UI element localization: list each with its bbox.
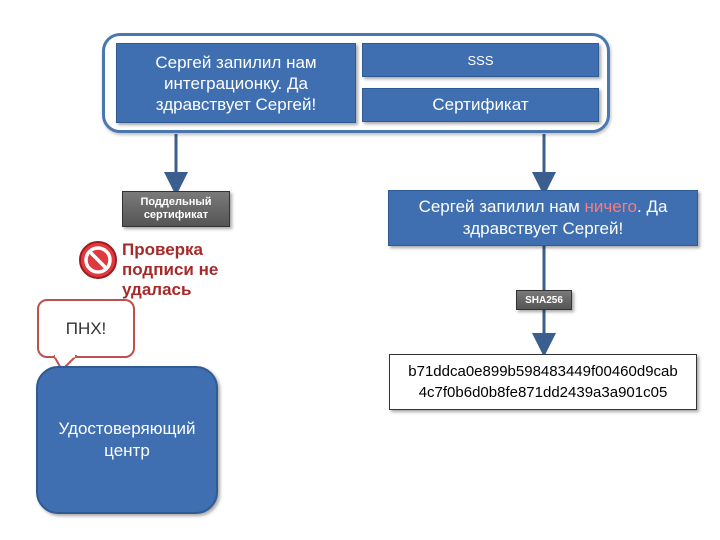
message-part-1: Сергей запилил нам — [418, 197, 585, 216]
speech-bubble: ПНХ! — [37, 299, 135, 358]
message-line-2: здравствует Сергей! — [462, 219, 624, 238]
fake-cert-line-1: Поддельный — [140, 196, 212, 208]
message-accent-word: ничего — [584, 197, 637, 216]
warning-line-2: подписи не — [122, 260, 219, 279]
integration-line-1: Сергей запилил нам — [155, 52, 317, 72]
ca-line-1: Удостоверяющий — [58, 419, 196, 438]
fake-certificate-tag: Поддельный сертификат — [122, 191, 230, 227]
sha256-tag: SHA256 — [516, 290, 572, 310]
certification-authority-box: Удостоверяющий центр — [36, 366, 218, 514]
prohibited-icon — [79, 241, 117, 279]
speech-bubble-text: ПНХ! — [65, 318, 107, 338]
hash-line-1: b71ddca0e899b598483449f00460d9cab — [408, 363, 678, 380]
integration-line-3: здравствует Сергей! — [155, 94, 317, 114]
speech-bubble-tail — [54, 355, 77, 371]
message-line-1: Сергей запилил нам ничего. Да — [419, 196, 668, 218]
hash-box: b71ddca0e899b598483449f00460d9cab 4c7f0b… — [389, 354, 697, 410]
certificate-label: Сертификат — [432, 95, 529, 114]
warning-line-3: удалась — [122, 280, 192, 299]
message-box: Сергей запилил нам ничего. Да здравствуе… — [388, 190, 698, 246]
warning-line-1: Проверка — [122, 240, 204, 259]
hash-line-2: 4c7f0b6d0b8fe871dd2439a3a901c05 — [418, 384, 668, 401]
integration-box: Сергей запилил нам интеграционку. Да здр… — [116, 43, 356, 123]
ca-line-2: центр — [104, 441, 150, 460]
sss-box: SSS — [362, 43, 599, 77]
sha256-label: SHA256 — [525, 294, 563, 306]
message-part-2: . Да — [637, 197, 668, 216]
sss-label: SSS — [467, 52, 494, 68]
signature-check-failed-text: Проверка подписи не удалась — [122, 240, 242, 300]
integration-line-2: интеграционку. Да — [164, 73, 308, 93]
fake-cert-line-2: сертификат — [143, 209, 209, 221]
certificate-box: Сертификат — [362, 88, 599, 122]
